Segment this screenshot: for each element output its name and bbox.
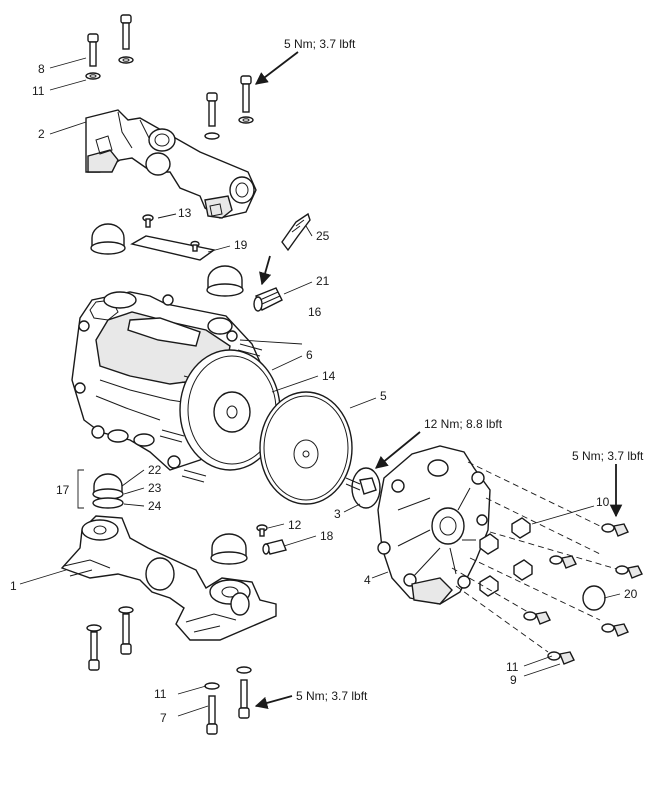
callout-17: 17 [56, 483, 70, 497]
plate-3 [345, 467, 381, 509]
callout-8: 8 [38, 62, 45, 76]
callout-20: 20 [624, 587, 638, 601]
bottom-manifold [60, 515, 277, 641]
callout-23: 23 [148, 481, 162, 495]
fitting-21 [253, 287, 283, 312]
bottom-bolt-mid [118, 606, 134, 655]
bottom-bolt-right [236, 666, 252, 719]
top-bolt-left [85, 33, 101, 80]
callout-19: 19 [234, 238, 248, 252]
torque-spec-right: 5 Nm; 3.7 lbft [572, 449, 644, 463]
callout-7: 7 [160, 711, 167, 725]
sensor-25 [281, 212, 311, 252]
callout-25: 25 [316, 229, 330, 243]
callout-16: 16 [308, 305, 322, 319]
screw-12 [256, 524, 268, 537]
top-bolt-right [238, 75, 254, 124]
callout-9: 9 [510, 673, 517, 687]
callout-2: 2 [38, 127, 45, 141]
callout-1: 1 [10, 579, 17, 593]
check-valve-stack [92, 473, 124, 509]
assembly-lines [451, 461, 621, 653]
cover-bolts-9 [523, 523, 643, 665]
check-ball-bottom-right [210, 533, 248, 565]
callout-18: 18 [320, 529, 334, 543]
callout-10: 10 [596, 495, 610, 509]
callout-11-top: 11 [32, 84, 45, 98]
callout-11-right: 11 [506, 660, 519, 674]
check-ball-top-right [206, 265, 244, 297]
torque-spec-bottom: 5 Nm; 3.7 lbft [296, 689, 368, 703]
bottom-bolt-low [204, 682, 220, 735]
center-housing [71, 291, 281, 483]
screw-13 [142, 214, 154, 228]
torque-spec-center: 12 Nm; 8.8 lbft [424, 417, 503, 431]
callout-12: 12 [288, 518, 302, 532]
top-manifold [85, 109, 257, 219]
callout-3: 3 [334, 507, 341, 521]
callout-22: 22 [148, 463, 162, 477]
nuts-10 [479, 517, 533, 597]
bottom-bolt-left [86, 624, 102, 671]
callout-14: 14 [322, 369, 336, 383]
callout-21: 21 [316, 274, 330, 288]
nameplate-19 [130, 235, 216, 261]
callout-13: 13 [178, 206, 192, 220]
leader-lines [19, 57, 621, 717]
fitting-18 [262, 539, 287, 555]
torque-spec-top: 5 Nm; 3.7 lbft [284, 37, 356, 51]
callout-5: 5 [380, 389, 387, 403]
top-bolt-center [118, 14, 134, 64]
cap-20 [582, 585, 606, 611]
callout-11-bottom: 11 [154, 687, 167, 701]
check-ball-top-left [90, 223, 126, 255]
top-bolt-mid [204, 92, 220, 140]
diaphragm-5 [259, 391, 353, 505]
callout-4: 4 [364, 573, 371, 587]
fluid-cover-4 [377, 445, 491, 605]
callout-6: 6 [306, 348, 313, 362]
callout-24: 24 [148, 499, 162, 513]
